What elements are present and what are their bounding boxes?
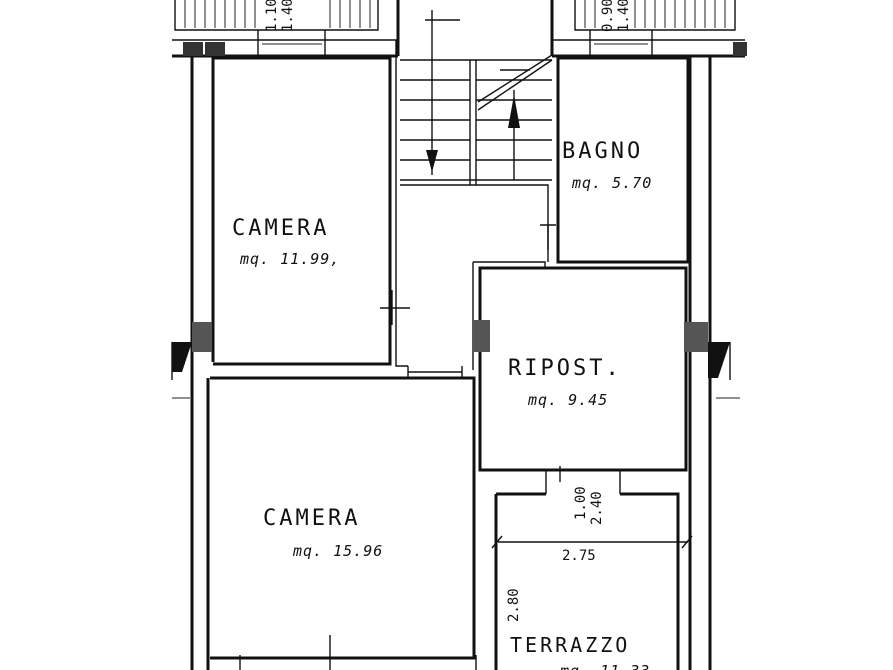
dim-top-left-a: 1.10: [264, 0, 280, 32]
dim-door-b: 2.40: [589, 491, 605, 525]
room-area-terrazzo: mq. 11.33: [559, 662, 650, 670]
room-name-camera-top: CAMERA: [232, 216, 329, 241]
dim-top-left-b: 1.40: [280, 0, 296, 32]
room-area-bagno: mq. 5.70: [571, 174, 652, 192]
dim-top-right-a: 0.90: [600, 0, 616, 32]
dim-top-right-b: 1.40: [616, 0, 632, 32]
room-area-ripost: mq. 9.45: [527, 391, 608, 409]
room-name-terrazzo: TERRAZZO: [510, 633, 630, 657]
wall-column: [183, 42, 203, 56]
room-name-ripost: RIPOST.: [508, 356, 622, 381]
wall-column: [192, 322, 212, 352]
room-name-bagno: BAGNO: [562, 139, 643, 164]
wall-column: [684, 322, 708, 352]
wall-column: [474, 320, 490, 352]
dim-terrace-depth: 2.80: [506, 588, 522, 622]
room-area-camera-bottom: mq. 15.96: [292, 542, 383, 560]
dim-door-a: 1.00: [573, 486, 589, 520]
room-name-camera-bottom: CAMERA: [263, 506, 360, 531]
wall-column: [205, 42, 225, 56]
staircase: [396, 0, 554, 185]
wall-column: [733, 42, 747, 56]
dim-terrace-width: 2.75: [562, 548, 596, 564]
top-window-strip: [174, 0, 736, 31]
room-area-camera-top: mq. 11.99,: [239, 250, 340, 268]
